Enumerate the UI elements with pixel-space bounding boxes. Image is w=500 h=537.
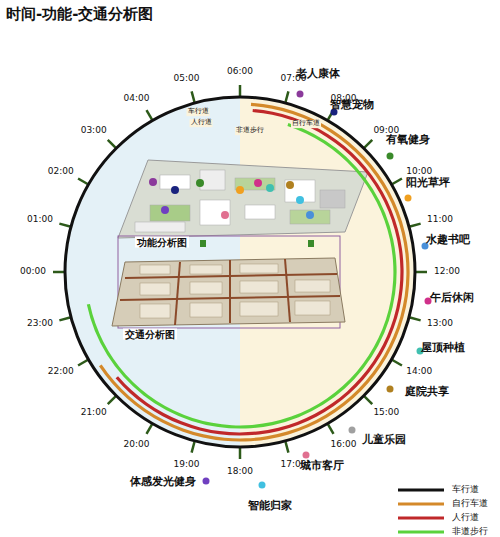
hour-label: 20:00 [124, 440, 150, 450]
hour-tick [108, 140, 116, 148]
activity-dot [387, 153, 394, 160]
traffic-arc [87, 123, 397, 429]
legend-swatch [398, 503, 444, 506]
hour-tick [392, 179, 402, 185]
activity-label: 水趣书吧 [426, 234, 470, 246]
hour-tick [239, 85, 242, 96]
activity-label: 智慧宠物 [330, 99, 374, 111]
activity-label: 庭院共享 [405, 386, 449, 398]
legend-text: 非道步行 [452, 527, 488, 537]
title: 时间-功能-交通分析图 [6, 6, 153, 23]
hour-label: 22:00 [48, 367, 74, 377]
hour-tick [108, 396, 116, 404]
legend-swatch [398, 517, 444, 520]
hour-tick [416, 271, 427, 274]
legend-text: 自行车道 [452, 499, 488, 509]
hour-label: 06:00 [227, 67, 253, 77]
hour-label: 13:00 [427, 319, 453, 329]
hour-label: 04:00 [124, 94, 150, 104]
legend-text: 车行道 [452, 485, 479, 495]
hour-label: 05:00 [173, 74, 199, 84]
hour-tick [59, 224, 70, 227]
activity-dot [303, 452, 310, 459]
activity-label: 阳光草坪 [406, 177, 450, 189]
legend-swatch [398, 531, 444, 534]
activity-label: 有氧健身 [386, 134, 430, 146]
traffic-arc [99, 103, 410, 442]
activity-label: 体感发光健身 [130, 476, 196, 488]
plan-images [112, 160, 368, 328]
hour-label: 12:00 [434, 267, 460, 277]
activity-label: 儿童乐园 [362, 434, 406, 446]
legend-text: 人行道 [452, 513, 479, 523]
hour-tick [364, 396, 372, 404]
night-half [66, 98, 240, 446]
activity-label: 老人康体 [296, 68, 340, 80]
hour-label: 23:00 [27, 319, 53, 329]
hour-label: 01:00 [27, 215, 53, 225]
hour-label: 18:00 [227, 467, 253, 477]
hour-tick [286, 442, 289, 453]
path-label: 车行道 [187, 108, 210, 116]
hour-label: 03:00 [81, 126, 107, 136]
activity-dot [259, 482, 266, 489]
activity-label: 智能归家 [248, 500, 292, 512]
activity-label: 屋顶种植 [421, 342, 465, 354]
hour-tick [239, 448, 242, 459]
hour-tick [192, 91, 195, 102]
hour-tick [147, 424, 153, 434]
hour-label: 19:00 [173, 460, 199, 470]
hour-label: 15:00 [373, 408, 399, 418]
image-caption: 交通分析图 [123, 329, 177, 340]
hour-tick [192, 442, 195, 453]
activity-dot [349, 427, 356, 434]
hour-tick [59, 318, 70, 321]
hour-tick [410, 224, 421, 227]
path-label: 自行车道 [291, 120, 321, 128]
activity-dot [203, 478, 210, 485]
activity-label: 城市客厅 [300, 460, 344, 472]
hour-label: 00:00 [20, 267, 46, 277]
legend-swatch [398, 489, 444, 492]
hour-label: 11:00 [427, 215, 453, 225]
hour-label: 14:00 [406, 367, 432, 377]
hour-tick [78, 360, 88, 366]
hour-label: 02:00 [48, 167, 74, 177]
hour-tick [328, 424, 334, 434]
road-ring [65, 97, 415, 447]
path-label: 人行道 [190, 119, 213, 127]
hour-label: 21:00 [81, 408, 107, 418]
traffic-arc [116, 109, 404, 436]
hour-tick [147, 110, 153, 120]
hour-tick [364, 140, 372, 148]
activity-label: 午后休闲 [430, 292, 474, 304]
hour-label: 10:00 [406, 167, 432, 177]
activity-dot [297, 91, 304, 98]
hour-tick [53, 271, 64, 274]
activity-dot [405, 195, 412, 202]
path-label: 非道步行 [235, 127, 265, 135]
hour-tick [286, 91, 289, 102]
hour-label: 16:00 [331, 440, 357, 450]
hour-tick [410, 318, 421, 321]
hour-tick [78, 179, 88, 185]
hour-tick [392, 360, 402, 366]
activity-dot [387, 386, 394, 393]
image-caption: 功能分析图 [135, 237, 189, 248]
